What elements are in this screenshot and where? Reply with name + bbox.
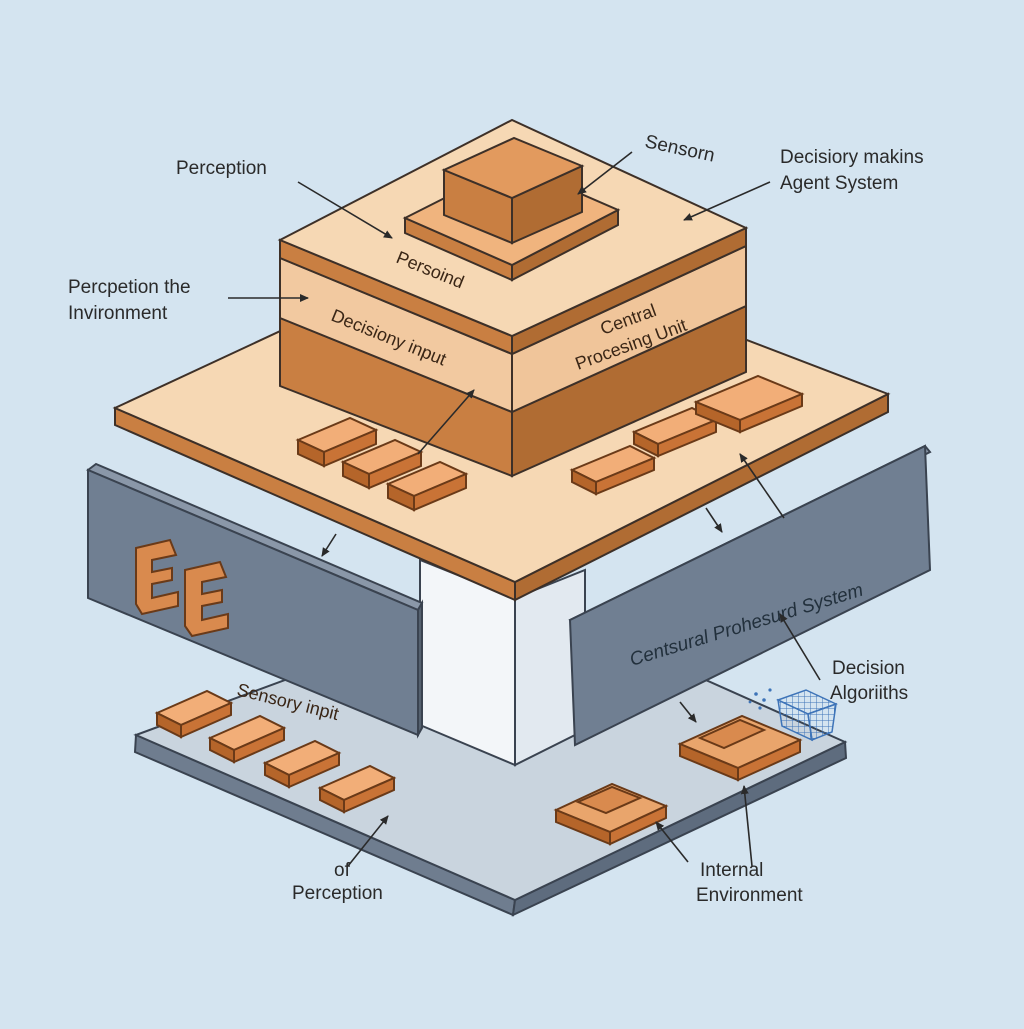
right-panel [568,444,932,747]
perception-environment-line1: Percpetion the [68,277,191,298]
middle-bricks-right [569,374,805,496]
decision-algorithms-line1: Decision [832,658,905,679]
arrows [228,151,821,867]
arrow-decision-system [683,181,771,221]
sensor-cube [441,136,585,245]
arrow-internal-2 [740,785,753,867]
decision-algorithms-line2: Algoriiths [830,683,908,704]
decision-label-line1: Decisiory makins [780,147,924,168]
decision-label-line2: Agent System [780,173,898,194]
perception-label: Perception [176,158,267,179]
base-bricks-left [154,689,397,814]
internal-environment-line1: Internal [700,860,763,881]
arrow-internal-1 [655,821,689,863]
arrow-left-panel [321,533,337,557]
arrow-right-panel-up [739,453,785,519]
arrow-decision-algorithms [779,613,821,681]
arrow-of-perception [347,815,389,867]
arrow-perception [297,181,393,239]
of-perception-line1: of [334,860,351,881]
arrow-module-down [679,701,697,723]
ee-letters-icon [135,538,229,638]
arrow-right-panel-down [705,507,723,533]
module-block-center [553,782,669,846]
arrow-sensorn [577,151,633,195]
mesh-cube-icon [748,688,838,742]
sensorn-label: Sensorn [643,131,717,166]
left-panel [86,462,424,739]
internal-environment-line2: Environment [696,885,803,906]
middle-bricks-left [295,416,469,512]
module-block-right [677,714,803,782]
perception-environment-line2: Invironment [68,303,168,324]
arrow-input-up [417,389,475,455]
of-perception-line2: Perception [292,883,383,904]
